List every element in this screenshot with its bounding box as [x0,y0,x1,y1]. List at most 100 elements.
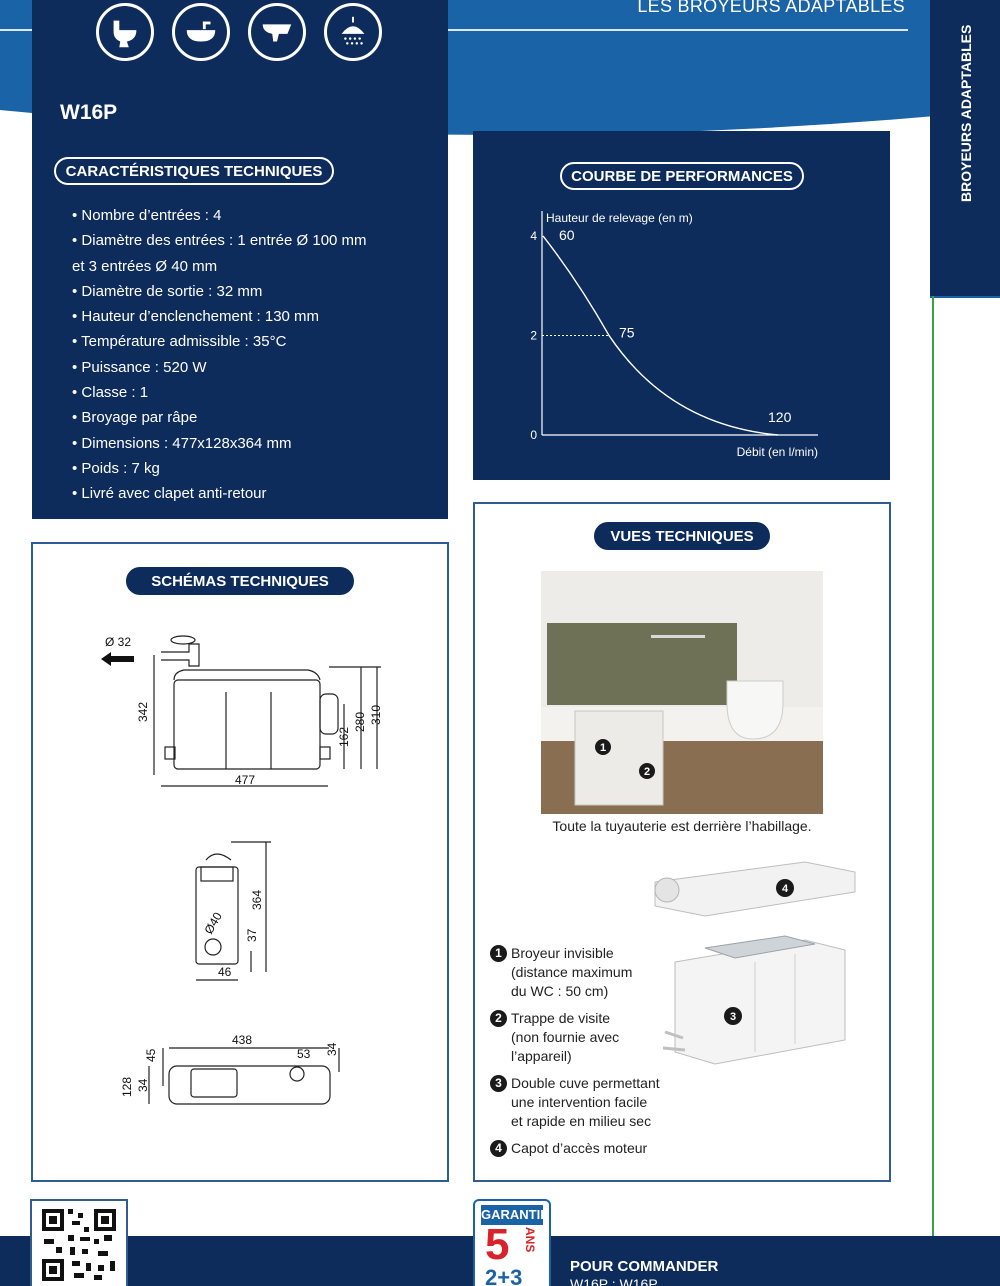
top-view-drawing [148,1047,340,1105]
spec-item: • Livré avec clapet anti-retour [72,485,267,503]
performance-chart: Hauteur de relevage (en m) Débit (en l/m… [530,211,818,459]
side-divider [930,296,1000,298]
qr-code[interactable] [30,1199,128,1286]
usage-icons [96,3,382,61]
front-view-drawing [153,635,381,787]
point-label: 120 [768,409,792,425]
top-width-label: 438 [232,1033,252,1047]
schemas-panel [31,542,449,1182]
side-d1-label: 37 [245,928,259,942]
legend-line: Broyeur invisible [511,945,614,961]
performance-title: COURBE DE PERFORMANCES [560,162,804,190]
exploded-marker-4: 4 [782,883,789,895]
performance-curve [542,235,779,436]
photo-caption: Toute la tuyauterie est derrière l’habil… [552,818,812,834]
legend-text: Broyeur invisible (distance maximum du WC … [511,944,632,1001]
section-title: LES BROYEURS ADAPTABLES [637,0,905,16]
y-tick-label: 4 [530,229,537,243]
warranty-years: 5 [485,1220,510,1269]
installation-photo: 1 2 [541,571,823,814]
warranty-sub: 2+3 [485,1265,523,1286]
point-label: 60 [559,227,575,243]
model-title: W16P [60,101,118,124]
spec-item: • Diamètre des entrées : 1 entrée Ø 100 … [72,232,367,250]
y-tick-label: 2 [530,328,537,342]
legend-line: Trappe de visite [511,1010,611,1026]
exploded-marker-3: 3 [730,1011,736,1023]
specs-title: CARACTÉRISTIQUES TECHNIQUES [54,157,334,185]
wc-icon [96,3,154,61]
warranty-ans: ANS [523,1227,537,1253]
top-d1-label: 45 [144,1048,158,1062]
legend-line: Capot d’accès moteur [511,1140,648,1156]
front-outlet-label: Ø 32 [105,635,131,649]
side-view-drawing [195,841,271,981]
spec-item: • Diamètre de sortie : 32 mm [72,282,263,300]
legend-line: Double cuve permettant [511,1075,660,1091]
top-d2-label: 53 [297,1047,311,1061]
y-tick-label: 0 [530,428,537,442]
legend-line: une intervention facile [511,1094,648,1110]
front-width-label: 477 [235,773,255,787]
photo-marker-1: 1 [600,742,606,754]
front-d2-label: 280 [353,712,367,732]
spec-item: • Poids : 7 kg [72,459,160,477]
y-axis-label: Hauteur de relevage (en m) [546,211,693,225]
legend-number-icon: 4 [490,1140,507,1157]
legend-line: l’appareil) [511,1048,572,1064]
legend-number-icon: 3 [490,1075,507,1092]
spec-item: • Nombre d’entrées : 4 [72,207,222,224]
spec-item: et 3 entrées Ø 40 mm [72,257,218,275]
front-d3-label: 310 [369,705,383,725]
legend-line: et rapide en milieu sec [511,1113,652,1129]
technical-drawings: Ø 32 342 477 162 280 310 364 Ø40 37 46 4… [101,635,383,1105]
spec-item: • Classe : 1 [72,384,149,402]
order-ref: W16P : W16P [570,1276,658,1286]
spec-item: • Broyage par râpe [72,409,198,427]
specs-list: • Nombre d’entrées : 4 • Diamètre des ent… [72,203,367,507]
side-inlet-label: Ø40 [201,910,225,937]
legend-text: Double cuve permettant une intervention f… [511,1074,660,1131]
legend-text: Capot d’accès moteur [511,1139,647,1158]
sink-icon [248,3,306,61]
qr-code-icon [42,1209,116,1281]
exploded-view: 4 3 [654,861,856,1065]
photo-marker-2: 2 [644,766,650,778]
legend-line: du WC : 50 cm) [511,983,609,999]
legend-text: Trappe de visite (non fournie avec l’appar… [511,1009,619,1066]
top-depth-label: 128 [120,1077,134,1097]
legend-number-icon: 2 [490,1010,507,1027]
side-tab [930,0,1000,296]
warranty-label: GARANTIE [481,1205,549,1225]
side-height-label: 364 [250,890,264,910]
order-title: POUR COMMANDER [570,1258,719,1275]
spec-item: • Dimensions : 477x128x364 mm [72,434,292,452]
washbasin-icon [172,3,230,61]
spec-item: • Hauteur d’enclenchement : 130 mm [72,308,320,326]
views-title: VUES TECHNIQUES [594,522,770,550]
legend-number-icon: 1 [490,945,507,962]
top-d4-label: 34 [136,1078,150,1092]
warranty-badge: GARANTIE 5 ANS 2+3 [473,1199,551,1286]
top-d3-label: 34 [325,1042,339,1056]
front-d1-label: 162 [337,727,351,747]
schemas-title: SCHÉMAS TECHNIQUES [126,567,354,595]
x-axis-label: Débit (en l/min) [737,445,818,459]
side-green-line [932,296,934,1286]
point-label: 75 [619,324,635,340]
header-rule [0,29,908,31]
specs-panel [32,0,448,519]
front-height-label: 342 [136,702,150,722]
shower-icon [324,3,382,61]
side-tab-label: BROYEURS ADAPTABLES [958,24,974,202]
legend-line: (distance maximum [511,964,633,980]
side-width-label: 46 [218,965,232,979]
legend-line: (non fournie avec [511,1029,620,1045]
spec-item: • Température admissible : 35°C [72,333,287,351]
spec-item: • Puissance : 520 W [72,358,207,376]
